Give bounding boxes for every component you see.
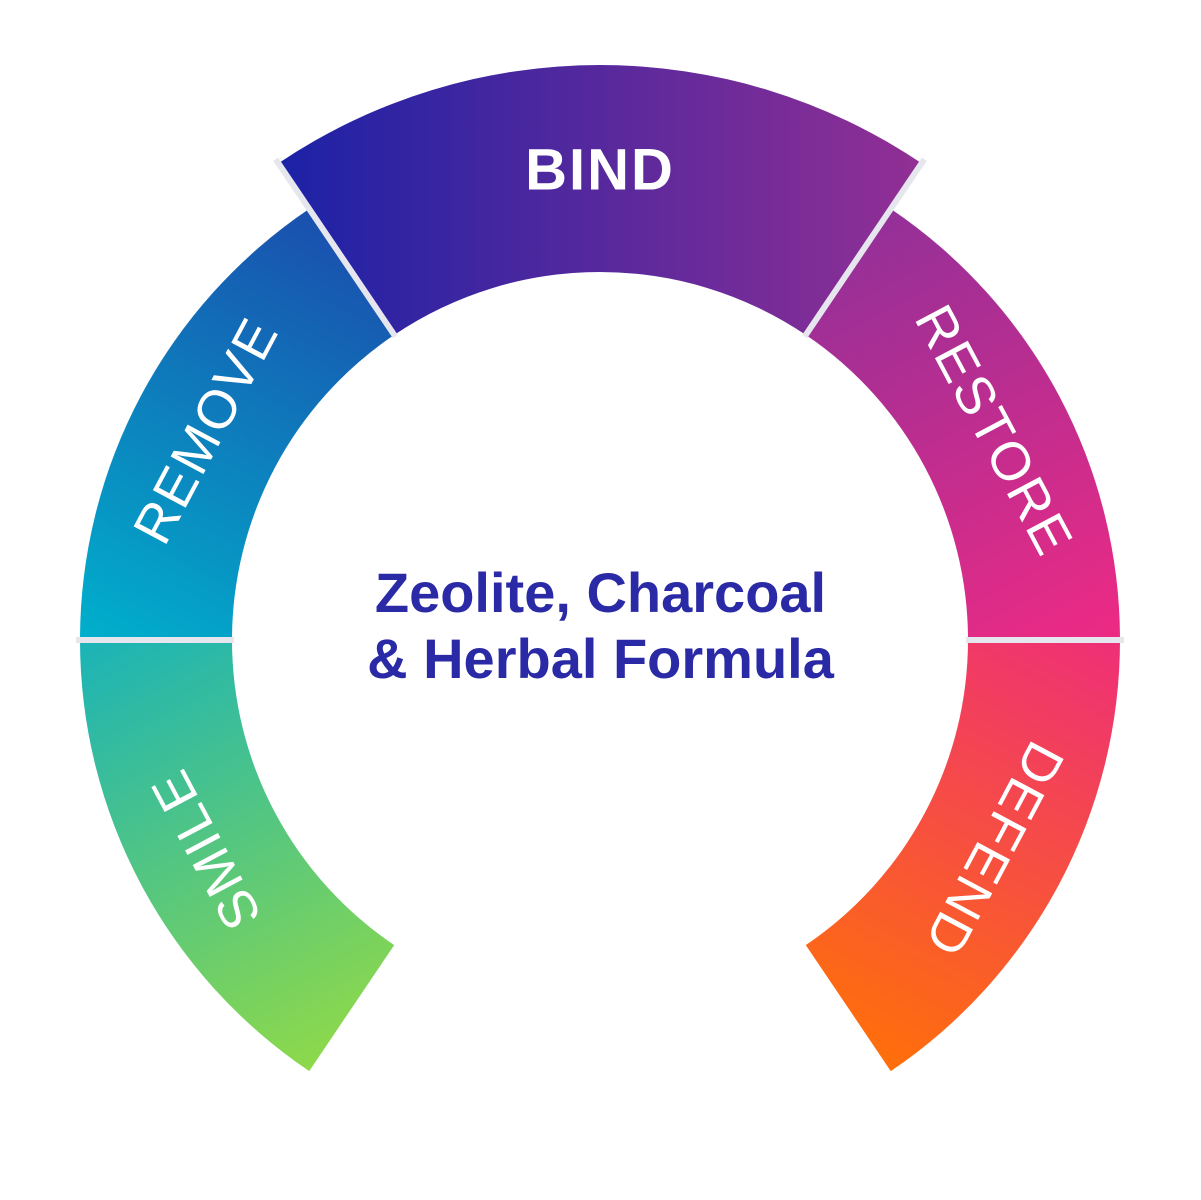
- segment-bind: [278, 65, 922, 335]
- segment-separators: [76, 157, 1124, 643]
- segment-separator: [273, 157, 398, 339]
- center-title: Zeolite, Charcoal & Herbal Formula: [300, 560, 901, 692]
- ring-segments: [80, 65, 1120, 1072]
- segment-remove: [80, 208, 395, 641]
- segment-smile: [80, 640, 395, 1072]
- label-bind: BIND: [525, 138, 675, 203]
- segment-restore: [805, 208, 1120, 641]
- segment-separator: [802, 157, 927, 339]
- segment-defend: [805, 640, 1120, 1072]
- center-title-line-2: & Herbal Formula: [367, 627, 834, 690]
- center-title-line-1: Zeolite, Charcoal: [374, 561, 827, 624]
